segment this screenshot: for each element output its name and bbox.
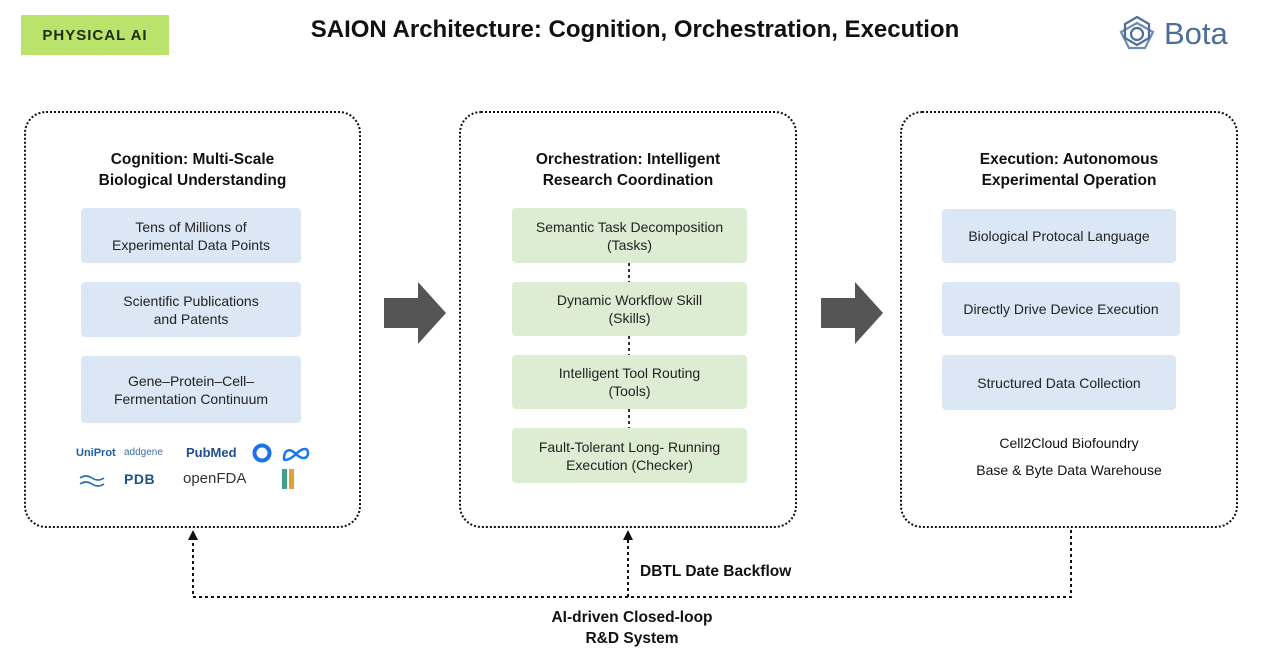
meta-logo-icon (282, 447, 310, 462)
bota-logo-text: Bota (1164, 16, 1228, 51)
continuum-card: Gene–Protein–Cell–Fermentation Continuum (81, 356, 301, 423)
closed-loop-line2: R&D System (585, 630, 679, 647)
dbtl-backflow-label: DBTL Date Backflow (640, 563, 792, 580)
tools-card: Intelligent Tool Routing(Tools) (512, 355, 747, 409)
orchestration-heading-line2: Research Coordination (542, 172, 714, 189)
openfda-logo: openFDA (183, 470, 247, 487)
tasks-card: Semantic Task Decomposition(Tasks) (512, 208, 747, 263)
bota-logo-icon (1119, 15, 1155, 50)
ncbi-logo-icon (79, 475, 105, 487)
orchestration-panel: Orchestration: Intelligent Research Coor… (459, 111, 797, 528)
data-source-logos: UniProt addgene PubMed PDB openFDA (76, 441, 316, 497)
arrow-right-icon (384, 282, 446, 344)
protocol-language-card: Biological Protocal Language (942, 209, 1176, 263)
warehouse-note: Base & Byte Data Warehouse (976, 462, 1162, 478)
diagram-title: SAION Architecture: Cognition, Orchestra… (310, 16, 960, 43)
bota-logo: Bota (1116, 12, 1228, 56)
cognition-panel: Cognition: Multi-Scale Biological Unders… (24, 111, 361, 528)
execution-heading: Execution: Autonomous Experimental Opera… (902, 149, 1236, 191)
execution-heading-line1: Execution: Autonomous (979, 151, 1159, 168)
cognition-heading: Cognition: Multi-Scale Biological Unders… (26, 149, 359, 191)
biofoundry-note: Cell2Cloud Biofoundry (999, 435, 1139, 451)
execution-heading-line2: Experimental Operation (981, 172, 1157, 189)
skills-card: Dynamic Workflow Skill(Skills) (512, 282, 747, 336)
device-execution-card: Directly Drive Device Execution (942, 282, 1180, 336)
ring-logo-icon (252, 443, 272, 463)
physical-ai-badge: PHYSICAL AI (21, 15, 169, 55)
cognition-heading-line1: Cognition: Multi-Scale (110, 151, 275, 168)
dna-logo-icon (282, 469, 294, 489)
orchestration-heading-line1: Orchestration: Intelligent (535, 151, 721, 168)
pubmed-logo: PubMed (186, 445, 237, 460)
data-collection-card: Structured Data Collection (942, 355, 1176, 410)
orchestration-heading: Orchestration: Intelligent Research Coor… (461, 149, 795, 191)
arrow-right-icon-2 (821, 282, 883, 344)
execution-panel: Execution: Autonomous Experimental Opera… (900, 111, 1238, 528)
addgene-logo: addgene (124, 447, 163, 458)
pdb-logo: PDB (124, 471, 156, 487)
cognition-heading-line2: Biological Understanding (98, 172, 287, 189)
closed-loop-line1: AI-driven Closed-loop (551, 609, 713, 626)
closed-loop-label: AI-driven Closed-loop R&D System (500, 607, 764, 649)
uniprot-logo: UniProt (76, 447, 116, 459)
